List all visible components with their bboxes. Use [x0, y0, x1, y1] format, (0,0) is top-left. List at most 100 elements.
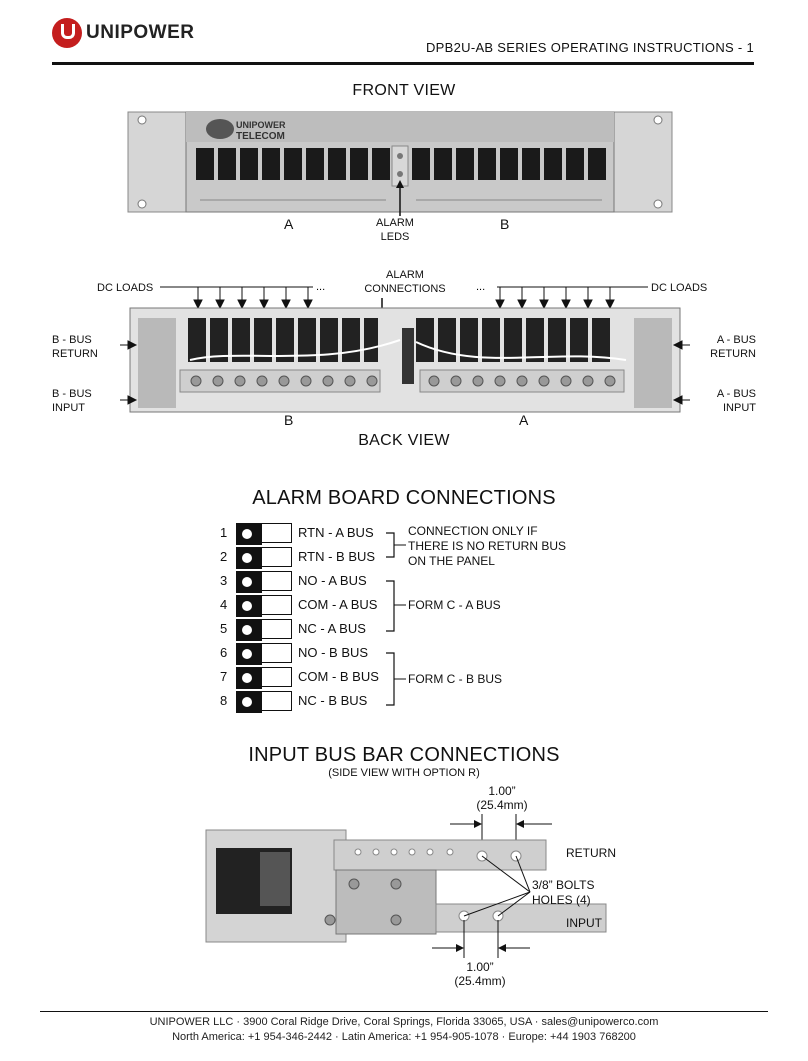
bolts-line1: 3/8” BOLTS [532, 878, 595, 892]
alarm-led-a [397, 153, 403, 159]
panel-brand-text: UNIPOWER [236, 120, 286, 130]
alarm-leds-line2: LEDS [380, 231, 410, 243]
a-bus-input-line2: INPUT [723, 402, 756, 414]
pin-number: 4 [220, 597, 228, 612]
pin-number: 6 [220, 645, 228, 660]
alarm-leds-label: ALARM LEDS [360, 216, 430, 244]
footer-phones: North America: +1 954-346-2442 · Latin A… [172, 1031, 636, 1043]
front-panel-illustration: UNIPOWER TELECOM [127, 111, 673, 216]
dim-top-label: 1.00” (25.4mm) [462, 784, 542, 812]
breaker-bank-b [412, 148, 606, 180]
b-bus-input-line1: B - BUS [52, 388, 92, 400]
form-c-a-label: FORM C - A BUS [408, 598, 501, 612]
a-bus-return-line2: RETURN [710, 348, 756, 360]
form-c-b-label: FORM C - B BUS [408, 672, 503, 686]
a-bus-input-label: A - BUS INPUT [690, 387, 756, 415]
alarm-connections-label: ALARM CONNECTIONS [360, 268, 450, 296]
alarm-leds-line1: ALARM [376, 217, 414, 229]
return-label: RETURN [566, 846, 616, 860]
pin-screw-icon [236, 667, 262, 689]
return-note-line1: CONNECTION ONLY IF [408, 524, 538, 538]
a-bus-return-line1: A - BUS [716, 334, 756, 346]
pin-screw-icon [236, 619, 262, 641]
b-bus-return-line1: B - BUS [52, 334, 92, 346]
front-label-b: B [500, 216, 510, 232]
bolts-label: 3/8” BOLTS HOLES (4) [532, 878, 594, 908]
pin-label: NO - A BUS [298, 573, 367, 588]
b-bus-input-line2: INPUT [52, 402, 85, 414]
pin-number: 7 [220, 669, 228, 684]
alarm-brackets [386, 532, 406, 706]
pin-label: RTN - A BUS [298, 525, 374, 540]
input-bus-subtitle: (SIDE VIEW WITH OPTION R) [328, 767, 480, 779]
breaker-bank-a [196, 148, 390, 180]
bolts-line2: HOLES (4) [532, 893, 591, 907]
pin-label: NC - A BUS [298, 621, 366, 636]
pin-screw-icon [236, 691, 262, 713]
return-bus-note: CONNECTION ONLY IF THERE IS NO RETURN BU… [408, 524, 566, 569]
pin-screw-icon [236, 523, 262, 545]
pin-label: NO - B BUS [298, 645, 369, 660]
pin-terminal [260, 571, 292, 591]
dc-loads-right-label: DC LOADS [651, 282, 708, 294]
pin-terminal [260, 523, 292, 543]
return-note-line2: THERE IS NO RETURN BUS [408, 539, 567, 553]
pin-number: 8 [220, 693, 228, 708]
bus-bar-side-illustration [205, 814, 607, 958]
front-view-title: FRONT VIEW [352, 82, 456, 99]
pin-screw-icon [236, 547, 262, 569]
panel-telecom-text: TELECOM [236, 131, 285, 142]
back-panel-illustration: ... ... [120, 282, 690, 413]
pin-terminal [260, 643, 292, 663]
dim-bottom-line2: (25.4mm) [454, 974, 506, 988]
brand-name: UNIPOWER [86, 22, 195, 43]
dc-load-arrows [193, 287, 615, 310]
return-note-line3: ON THE PANEL [408, 554, 495, 568]
pin-terminal [260, 667, 292, 687]
a-bus-input-line1: A - BUS [716, 388, 756, 400]
pin-screw-icon [236, 643, 262, 665]
back-label-b: B [284, 412, 294, 428]
pin-label: NC - B BUS [298, 693, 368, 708]
b-bus-return-line2: RETURN [52, 348, 98, 360]
pin-label: RTN - B BUS [298, 549, 376, 564]
input-label: INPUT [566, 916, 602, 930]
pin-label: COM - B BUS [298, 669, 379, 684]
pin-terminal [260, 595, 292, 615]
pin-label: COM - A BUS [298, 597, 378, 612]
dim-bottom-line1: 1.00” [466, 960, 494, 974]
ellipsis-right: ... [476, 282, 485, 293]
b-bus-input-label: B - BUS INPUT [52, 387, 92, 415]
pin-terminal [260, 547, 292, 567]
document-title: DPB2U-AB SERIES OPERATING INSTRUCTIONS -… [425, 40, 754, 55]
a-bus-return-label: A - BUS RETURN [690, 333, 756, 361]
b-bus-return-label: B - BUS RETURN [52, 333, 98, 361]
alarm-connections-line1: ALARM [386, 269, 424, 281]
dim-bottom-label: 1.00” (25.4mm) [440, 960, 520, 988]
input-bus-title: INPUT BUS BAR CONNECTIONS [248, 744, 560, 766]
alarm-terminal-block [402, 328, 414, 384]
brand-logo: UNIPOWER [52, 18, 195, 48]
pin-number: 1 [220, 525, 228, 540]
ellipsis-left: ... [316, 282, 325, 293]
pin-number: 2 [220, 549, 228, 564]
alarm-connections-line2: CONNECTIONS [364, 283, 446, 295]
pin-screw-icon [236, 595, 262, 617]
dim-top-line2: (25.4mm) [476, 798, 528, 812]
dc-loads-left-label: DC LOADS [97, 282, 154, 294]
back-label-a: A [519, 412, 529, 428]
pin-number: 3 [220, 573, 228, 588]
unipower-logo-icon [52, 18, 82, 48]
pin-number: 5 [220, 621, 228, 636]
footer-rule [40, 1011, 768, 1012]
pin-terminal [260, 619, 292, 639]
alarm-board-title: ALARM BOARD CONNECTIONS [252, 487, 556, 509]
pin-terminal [260, 691, 292, 711]
back-view-title: BACK VIEW [358, 432, 450, 449]
front-label-a: A [284, 216, 294, 232]
footer-address: UNIPOWER LLC · 3900 Coral Ridge Drive, C… [149, 1016, 659, 1028]
pin-screw-icon [236, 571, 262, 593]
alarm-led-b [397, 171, 403, 177]
dim-top-line1: 1.00” [488, 784, 516, 798]
header-rule [52, 62, 754, 65]
